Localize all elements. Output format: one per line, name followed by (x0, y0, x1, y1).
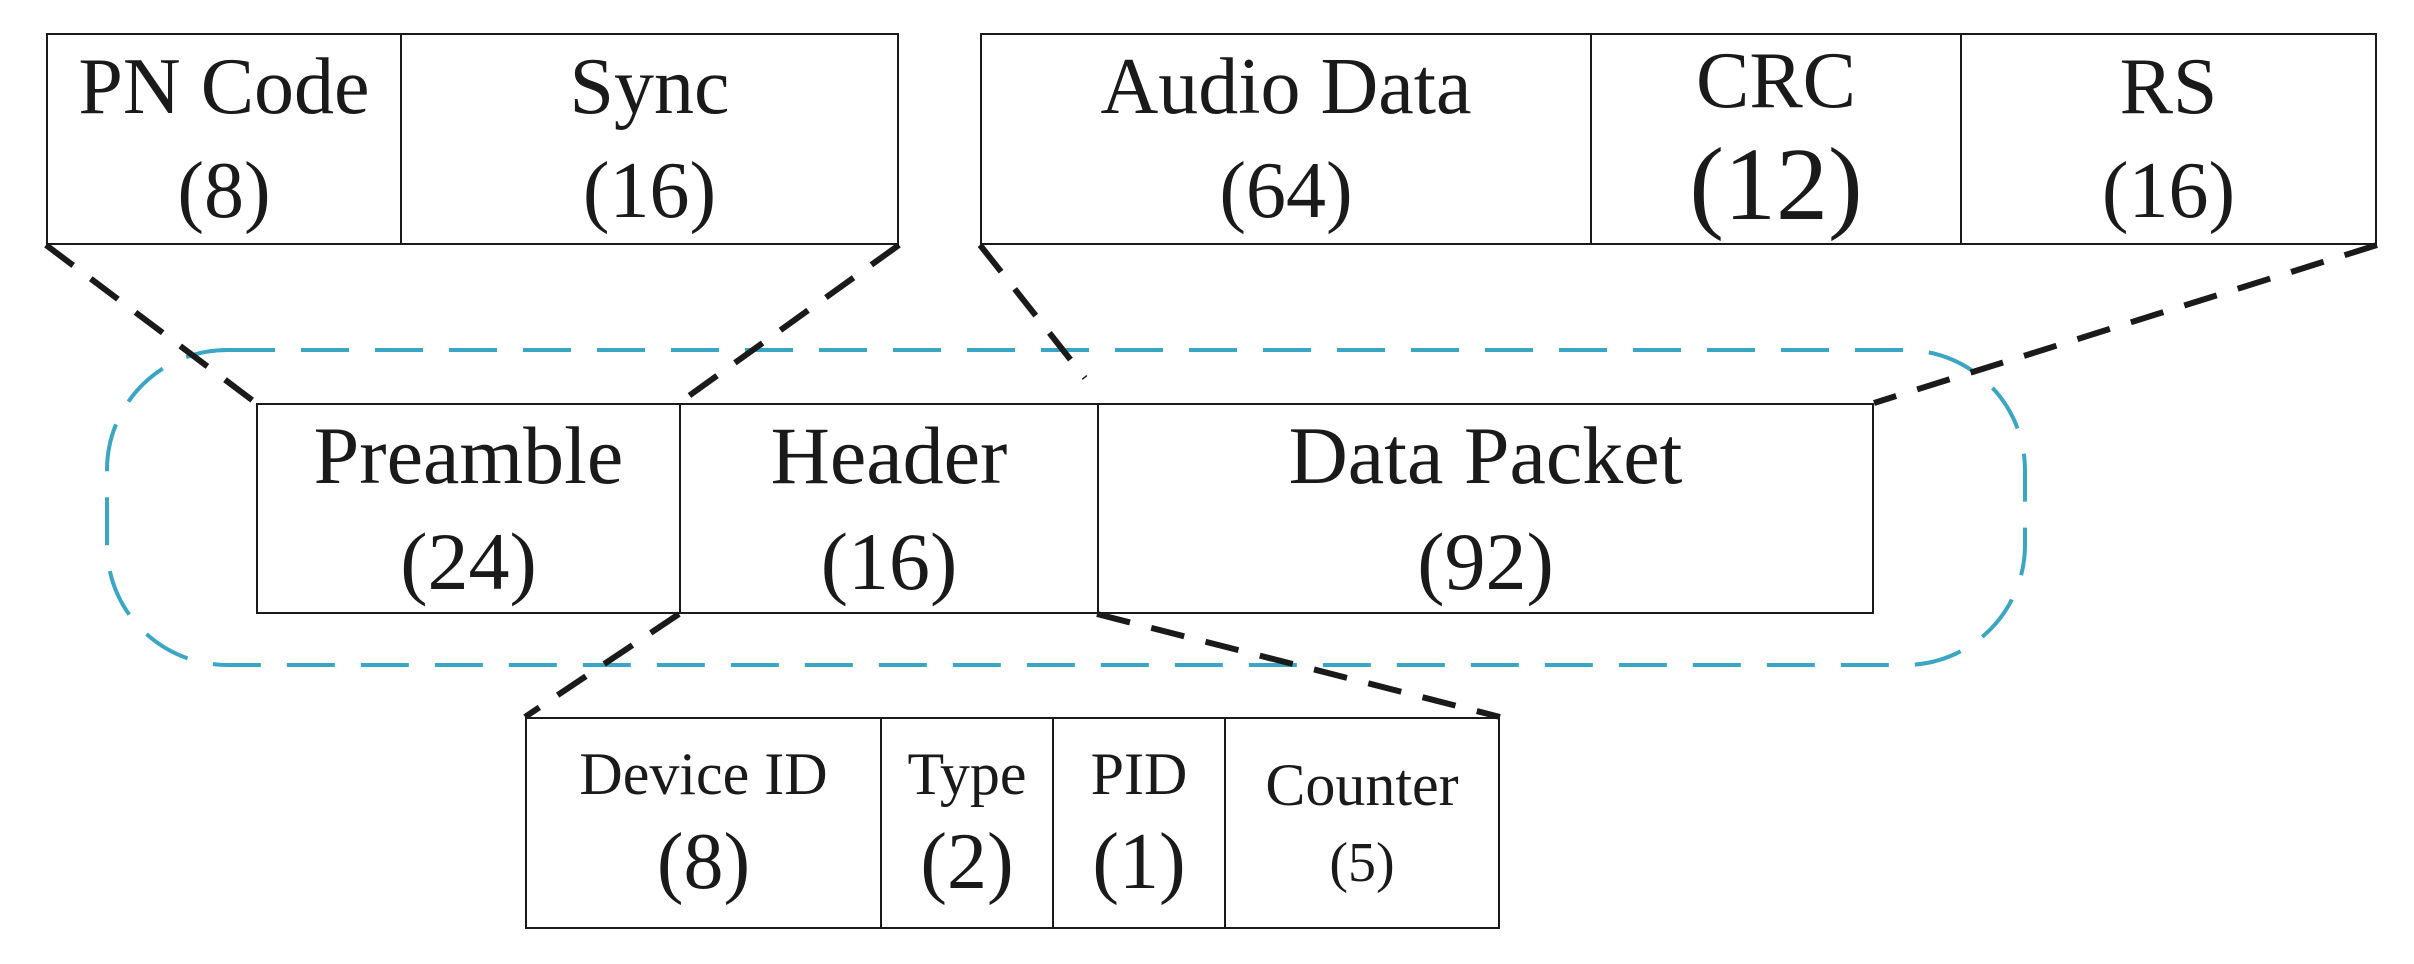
field-sync: Sync (16) (402, 35, 897, 243)
field-bits: (24) (400, 515, 537, 607)
field-type: Type (2) (882, 719, 1054, 927)
field-bits: (2) (920, 818, 1014, 906)
field-bits: (92) (1417, 515, 1554, 607)
field-bits: (5) (1329, 832, 1395, 894)
connector-data-right (1873, 242, 2378, 406)
preamble-detail-box: PN Code (8) Sync (16) (46, 33, 899, 245)
data-packet-detail-box: Audio Data (64) CRC (12) RS (16) (980, 33, 2377, 245)
field-pid: PID (1) (1054, 719, 1226, 927)
field-header: Header (16) (681, 405, 1099, 612)
field-name: Sync (569, 43, 730, 131)
field-rs: RS (16) (1962, 35, 2375, 243)
field-device-id: Device ID (8) (527, 719, 882, 927)
field-bits: (16) (582, 147, 717, 235)
connector-data-left (977, 243, 1088, 380)
field-name: Header (770, 409, 1008, 501)
field-bits: (8) (177, 147, 271, 235)
field-bits: (16) (820, 515, 958, 607)
field-bits: (8) (656, 818, 751, 906)
field-pn-code: PN Code (8) (48, 35, 402, 243)
connector-preamble-right (677, 242, 901, 406)
field-name: Data Packet (1288, 409, 1683, 501)
field-name: Counter (1265, 752, 1459, 818)
field-audio-data: Audio Data (64) (982, 35, 1592, 243)
field-bits: (12) (1689, 127, 1863, 242)
field-counter: Counter (5) (1226, 719, 1498, 927)
field-name: PN Code (78, 43, 370, 131)
connector-header-right (1096, 611, 1501, 720)
field-name: PID (1090, 741, 1188, 807)
field-name: Audio Data (1100, 43, 1472, 131)
field-name: Preamble (313, 409, 624, 501)
frame-box: Preamble (24) Header (16) Data Packet (9… (256, 403, 1874, 614)
field-name: Type (907, 741, 1027, 807)
connector-header-left (523, 611, 681, 720)
field-name: Device ID (579, 741, 828, 807)
field-data-packet: Data Packet (92) (1099, 405, 1872, 612)
connector-preamble-left (44, 242, 258, 406)
field-bits: (16) (2101, 147, 2236, 235)
field-bits: (64) (1219, 147, 1353, 235)
field-bits: (1) (1092, 818, 1186, 906)
header-detail-box: Device ID (8) Type (2) PID (1) Counter (… (525, 717, 1500, 929)
field-name: RS (2119, 43, 2218, 131)
field-preamble: Preamble (24) (258, 405, 681, 612)
field-crc: CRC (12) (1592, 35, 1962, 243)
field-name: CRC (1695, 37, 1857, 125)
